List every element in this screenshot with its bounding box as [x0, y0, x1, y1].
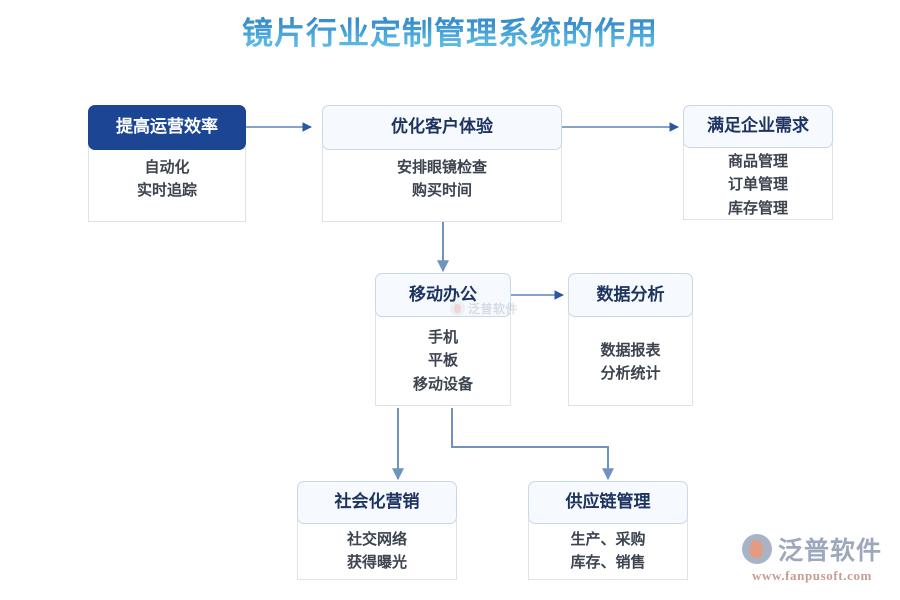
- node-improve-efficiency[interactable]: 提高运营效率 自动化 实时追踪: [88, 105, 246, 222]
- node-item: 订单管理: [727, 176, 788, 194]
- node-body-data-analysis: 数据报表 分析统计: [568, 313, 693, 406]
- node-body-supply-chain-management: 生产、采购 库存、销售: [528, 520, 688, 580]
- node-header-meet-enterprise-needs[interactable]: 满足企业需求: [683, 105, 833, 148]
- node-body-optimize-customer-experience: 安排眼镜检查 购买时间: [322, 146, 562, 222]
- node-header-optimize-customer-experience[interactable]: 优化客户体验: [322, 105, 562, 150]
- node-item: 生产、采购: [570, 531, 646, 548]
- node-header-social-marketing[interactable]: 社会化营销: [297, 481, 457, 524]
- node-item: 购买时间: [411, 182, 472, 200]
- node-item: 移动设备: [412, 375, 473, 393]
- brand-name: 泛普软件: [777, 537, 882, 565]
- node-item: 安排眼镜检查: [396, 159, 487, 176]
- node-item: 数据报表: [600, 342, 661, 359]
- node-optimize-customer-experience[interactable]: 优化客户体验 安排眼镜检查 购买时间: [322, 105, 562, 222]
- connector-mobile-to-supply: [451, 408, 614, 481]
- node-social-marketing[interactable]: 社会化营销 社交网络 获得曝光: [297, 481, 457, 580]
- node-item: 获得曝光: [346, 554, 407, 572]
- node-item: 社交网络: [346, 531, 407, 548]
- node-item: 商品管理: [727, 153, 788, 170]
- brand-logo: 泛普软件 www.fanpusoft.com: [741, 531, 882, 584]
- node-body-mobile-office: 手机 平板 移动设备: [375, 313, 511, 406]
- node-data-analysis[interactable]: 数据分析 数据报表 分析统计: [568, 273, 693, 406]
- node-body-improve-efficiency: 自动化 实时追踪: [88, 146, 246, 222]
- node-body-social-marketing: 社交网络 获得曝光: [297, 520, 457, 580]
- brand-url: www.fanpusoft.com: [752, 568, 872, 583]
- node-header-data-analysis[interactable]: 数据分析: [568, 273, 693, 317]
- node-body-meet-enterprise-needs: 商品管理 订单管理 库存管理: [683, 144, 833, 220]
- node-meet-enterprise-needs[interactable]: 满足企业需求 商品管理 订单管理 库存管理: [683, 105, 833, 220]
- node-item: 手机: [427, 329, 458, 346]
- brand-mark-icon: [741, 534, 772, 564]
- node-supply-chain-management[interactable]: 供应链管理 生产、采购 库存、销售: [528, 481, 688, 580]
- brand-row: 泛普软件: [741, 531, 882, 567]
- node-header-improve-efficiency[interactable]: 提高运营效率: [88, 105, 246, 150]
- page-title: 镜片行业定制管理系统的作用: [0, 8, 900, 53]
- node-mobile-office[interactable]: 移动办公 手机 平板 移动设备: [375, 273, 511, 406]
- node-header-supply-chain-management[interactable]: 供应链管理: [528, 481, 688, 524]
- node-item: 库存管理: [727, 199, 788, 217]
- node-item: 实时追踪: [136, 182, 197, 200]
- node-item: 平板: [427, 352, 458, 370]
- node-header-mobile-office[interactable]: 移动办公: [375, 273, 511, 317]
- node-item: 分析统计: [600, 365, 661, 383]
- node-item: 自动化: [144, 159, 190, 176]
- node-item: 库存、销售: [570, 554, 646, 572]
